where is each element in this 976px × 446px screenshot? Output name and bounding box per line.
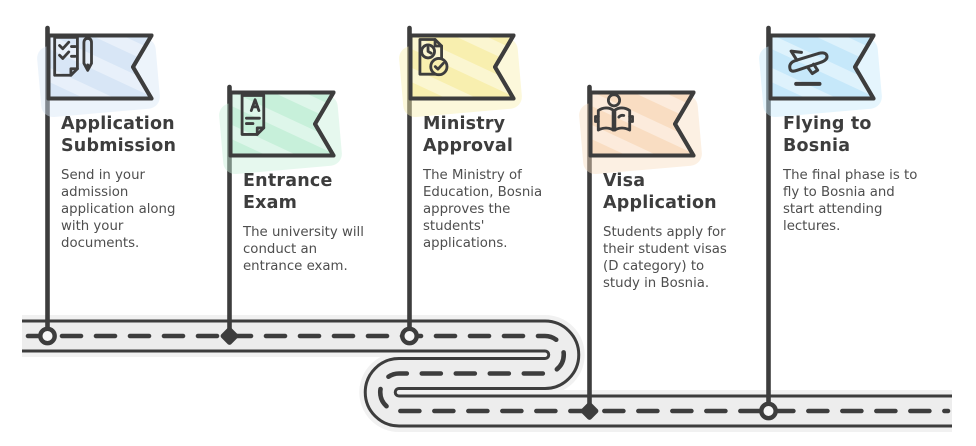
road-step-marker (220, 327, 239, 345)
step-title: Ministry Approval (423, 114, 514, 157)
approved-document-icon (418, 38, 449, 77)
step-description: Send in your admission application along… (61, 167, 176, 252)
step-description: The university will conduct an entrance … (243, 224, 364, 275)
step-flying-to-bosnia: Flying to Bosnia The final phase is to f… (768, 33, 940, 235)
flag-banner (46, 33, 154, 101)
step-title: Visa Application (603, 171, 717, 214)
flag-banner (408, 33, 516, 101)
road-centerline (25, 333, 951, 414)
step-description: Students apply for their student visas (… (603, 224, 727, 292)
step-title: Flying to Bosnia (783, 114, 872, 157)
step-application-submission: Application Submission Send in your admi… (46, 33, 218, 252)
step-title: Application Submission (61, 114, 177, 157)
road-step-marker (400, 326, 419, 346)
step-title: Entrance Exam (243, 171, 333, 214)
road-step-marker (38, 326, 57, 346)
step-description: The Ministry of Education, Bosnia approv… (423, 167, 543, 252)
step-description: The final phase is to fly to Bosnia and … (783, 167, 918, 235)
flag-banner (588, 90, 696, 158)
airplane-icon (788, 49, 829, 86)
graded-paper-icon (240, 94, 266, 136)
checklist-and-pen-icon (53, 35, 93, 77)
road-step-marker (580, 402, 599, 420)
person-reading-icon (594, 93, 634, 132)
step-entrance-exam: Entrance Exam The university will conduc… (228, 90, 400, 275)
road-surface (22, 322, 952, 425)
flag-banner (768, 33, 876, 101)
step-ministry-approval: Ministry Approval The Ministry of Educat… (408, 33, 580, 252)
road-step-marker (759, 401, 778, 421)
flag-banner (228, 90, 336, 158)
step-visa-application: Visa Application Students apply for thei… (588, 90, 760, 292)
